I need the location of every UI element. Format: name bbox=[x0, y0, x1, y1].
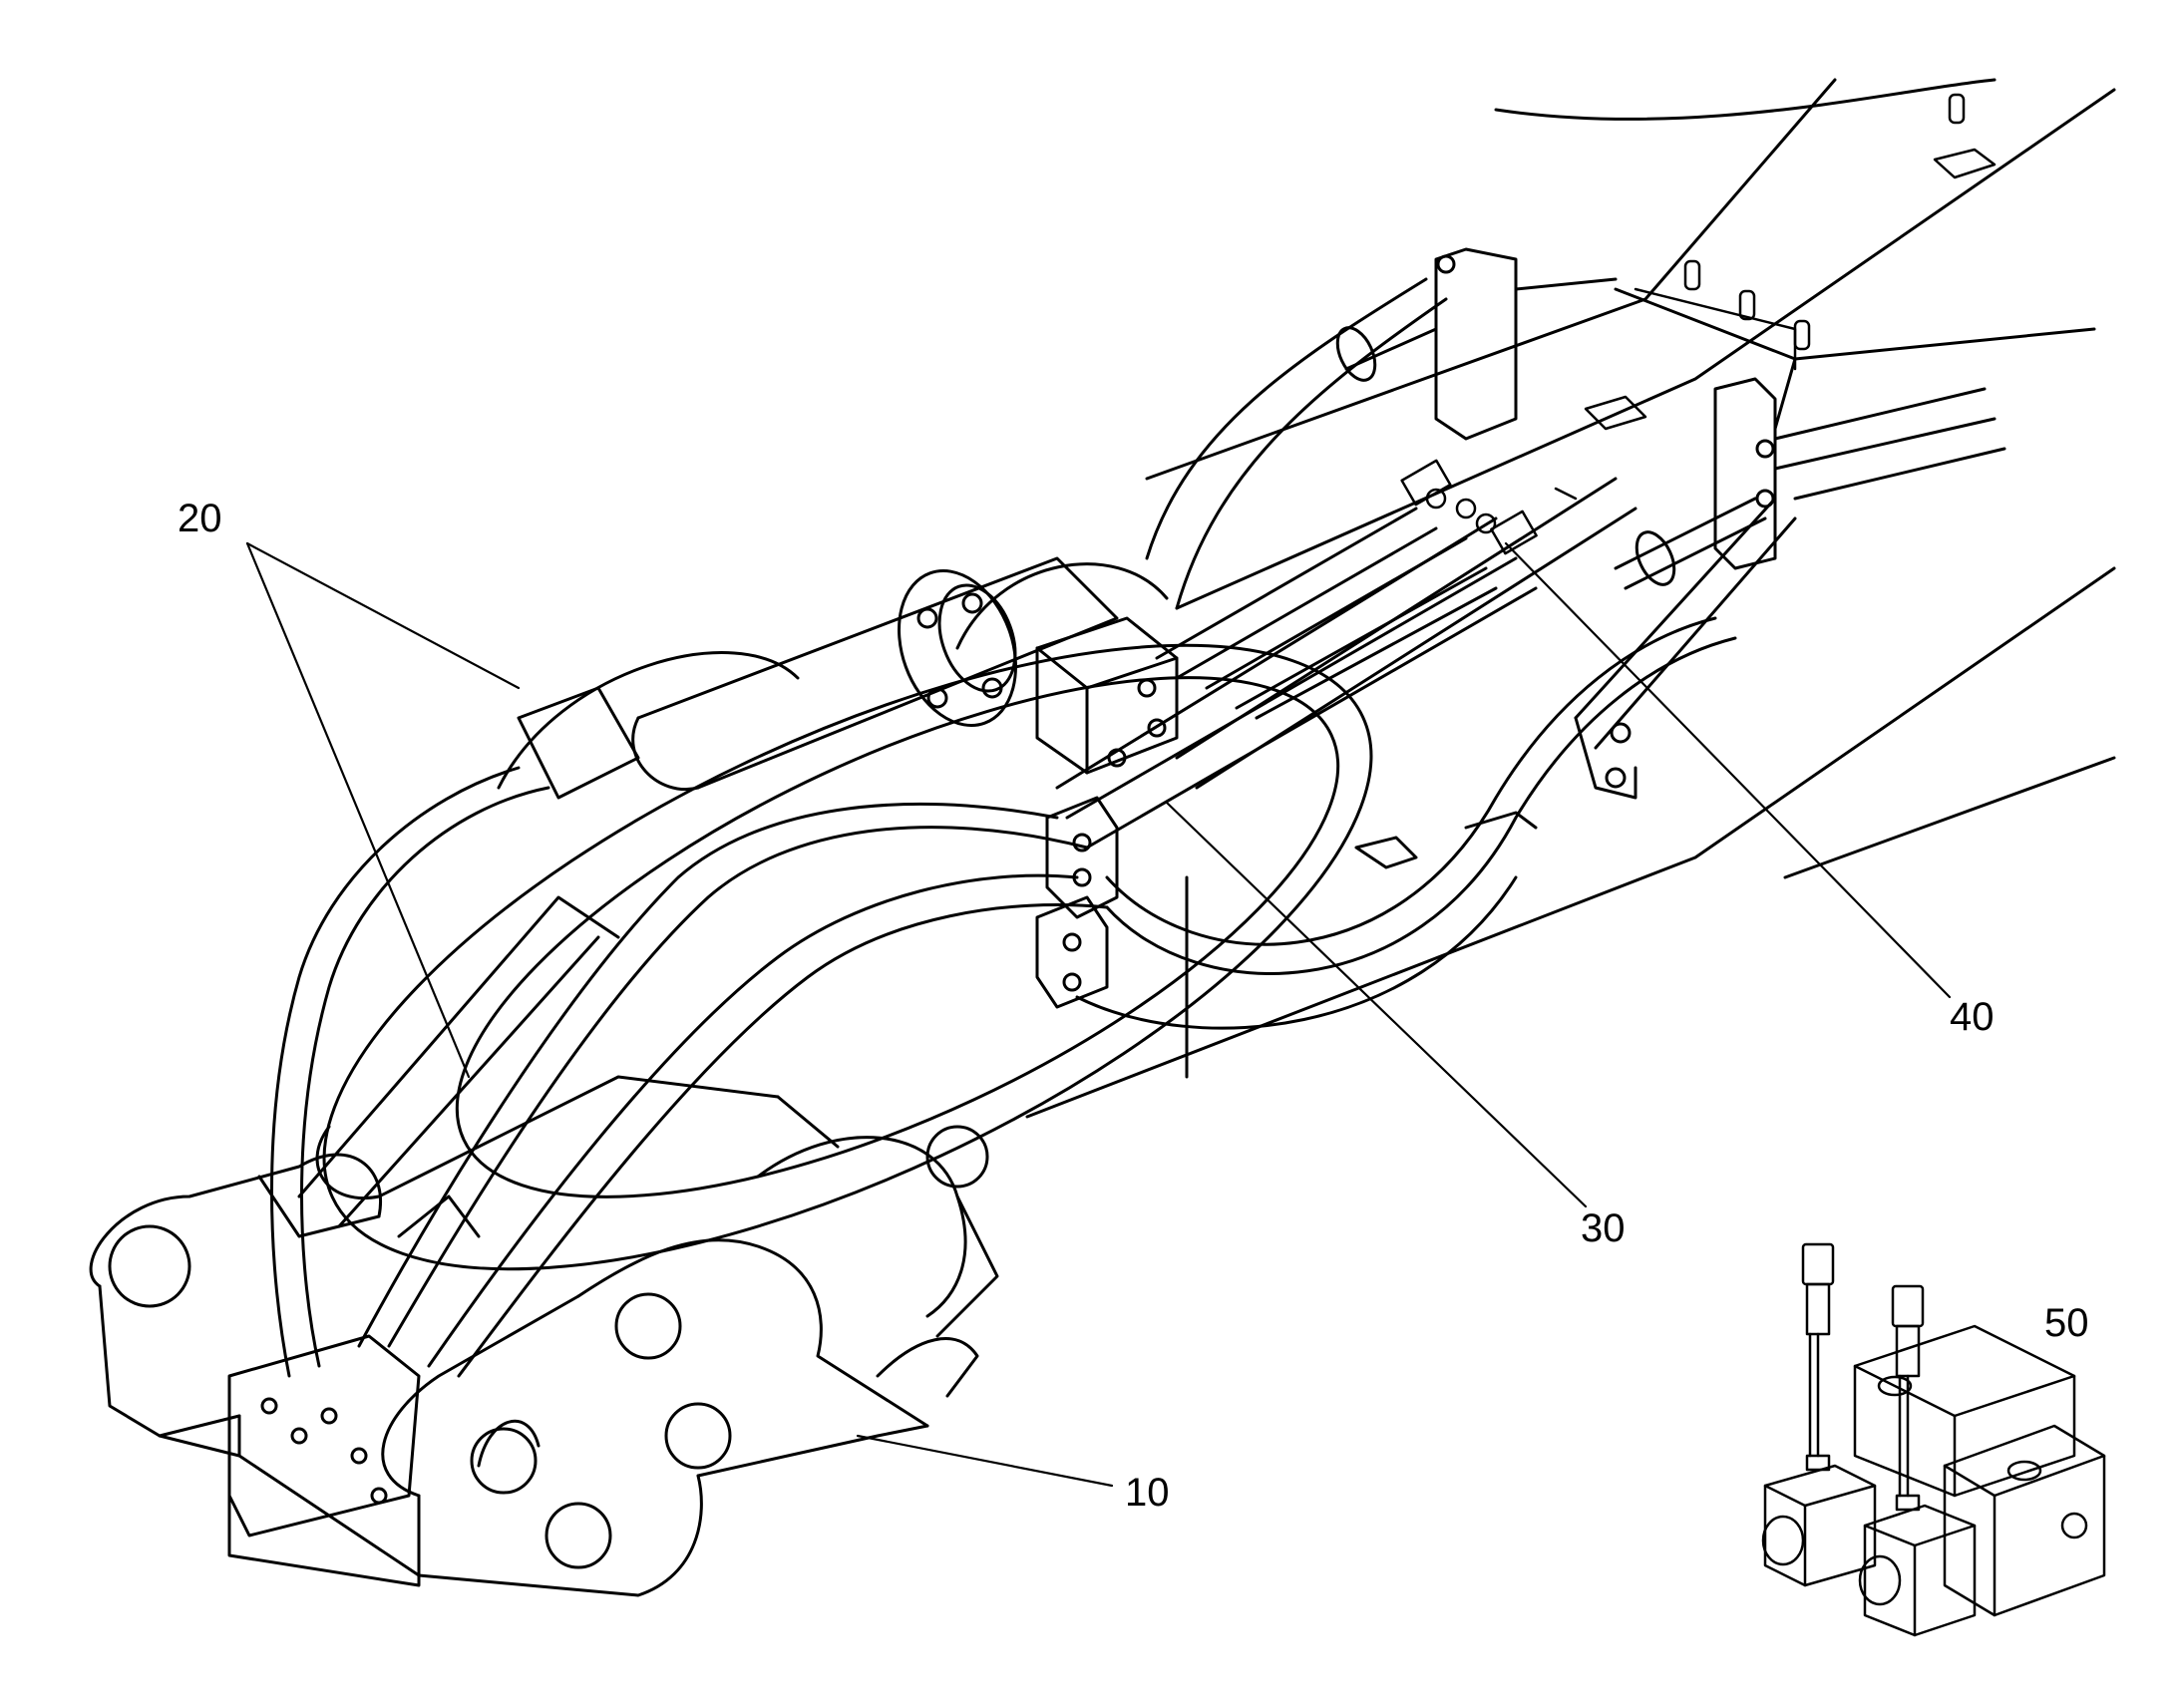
valve-block-40 bbox=[1400, 459, 1578, 555]
lower-loop-hoses bbox=[1075, 616, 1737, 1030]
upper-hoses bbox=[1145, 277, 1767, 610]
callout-20: 20 bbox=[178, 497, 222, 540]
leader-20a bbox=[245, 541, 521, 690]
quick-coupler bbox=[89, 895, 999, 1597]
leader-30 bbox=[1165, 801, 1588, 1208]
leader-10 bbox=[856, 1434, 1114, 1488]
coupler-hoses bbox=[270, 766, 1109, 1378]
inset-valve-assembly bbox=[1761, 1242, 2106, 1637]
callout-40: 40 bbox=[1950, 995, 1995, 1039]
boom-arm bbox=[1025, 78, 2116, 1119]
cylinder-flange bbox=[322, 562, 1373, 1271]
callout-50: 50 bbox=[2044, 1301, 2089, 1345]
callout-10: 10 bbox=[1125, 1471, 1170, 1515]
leader-lines bbox=[245, 541, 1952, 1488]
hydraulic-cylinder bbox=[631, 556, 1179, 791]
callout-30: 30 bbox=[1581, 1206, 1626, 1250]
braided-hoses bbox=[1155, 507, 1498, 720]
boom-details bbox=[1584, 93, 1997, 431]
hose-clamps-mid bbox=[1035, 796, 1119, 1009]
hose-clamps-right bbox=[1434, 247, 2006, 570]
bracket-rods bbox=[1354, 497, 1797, 869]
leader-40 bbox=[1504, 541, 1952, 999]
leader-20b bbox=[245, 541, 471, 1079]
